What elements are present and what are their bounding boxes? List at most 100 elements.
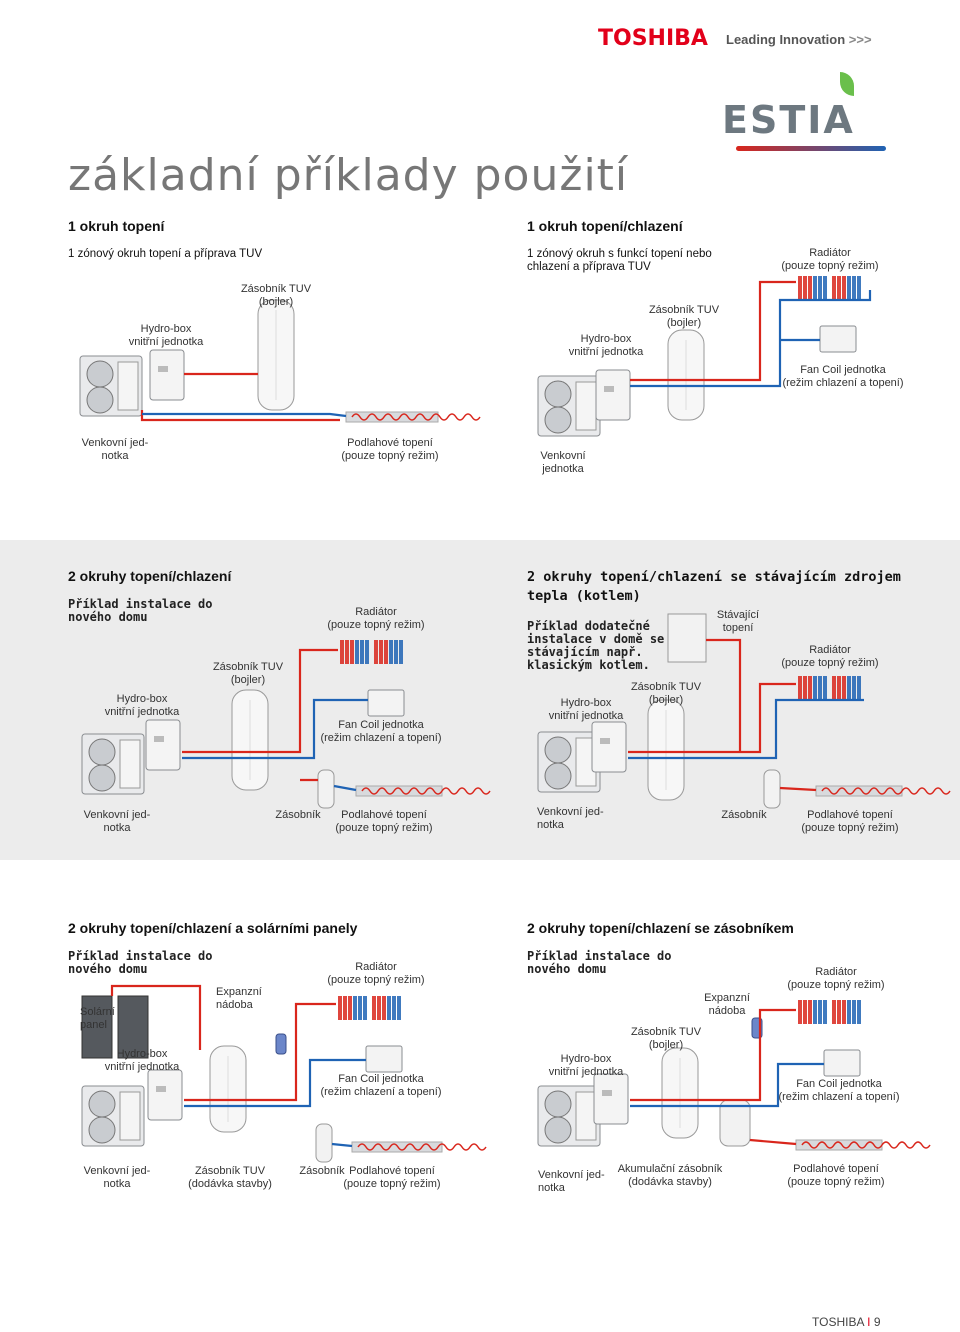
hydrobox-display xyxy=(602,1090,612,1096)
s6-expansion-label: Expanzní nádoba xyxy=(704,992,750,1017)
supply-pipe xyxy=(779,786,817,792)
s5-outdoor-label: Venkovní jed- notka xyxy=(83,1165,151,1190)
radiator-icon xyxy=(372,996,401,1020)
floor-heating-loop xyxy=(361,787,491,795)
radiator-fin xyxy=(852,276,856,300)
supply-pipe xyxy=(630,1008,796,1102)
radiator-icon xyxy=(374,640,403,664)
section4-title: 2 okruhy topení/chlazení se stávajícím z… xyxy=(527,569,901,604)
fan-icon xyxy=(544,736,572,764)
solar-panel-icon xyxy=(117,995,149,1059)
hydrobox-icon xyxy=(147,1069,183,1121)
section3-subtitle: Příklad instalace do nového domu xyxy=(68,597,213,624)
fan-icon xyxy=(544,406,572,434)
radiator-fin xyxy=(837,276,841,300)
s4-hydrobox-label: Hydro-box vnitřní jednotka xyxy=(548,697,624,722)
section5-subtitle: Příklad instalace do nového domu xyxy=(68,949,213,976)
s3-tank-label: Zásobník TUV (bojler) xyxy=(212,661,284,686)
radiator-fin xyxy=(803,676,807,700)
radiator-fin xyxy=(842,676,846,700)
s3-floor-label: Podlahové topení (pouze topný režim) xyxy=(335,809,433,834)
s3-radiator-label: Radiátor (pouze topný režim) xyxy=(327,606,425,631)
radiator-icon xyxy=(798,276,827,300)
fan-coil-icon xyxy=(823,1049,861,1077)
s5-buffer-label: Zásobník xyxy=(299,1165,345,1177)
return-pipe xyxy=(182,698,368,760)
fan-coil-icon xyxy=(819,325,857,353)
s4-outdoor-label: Venkovní jed- notka xyxy=(537,806,604,831)
hydrobox-display xyxy=(154,736,164,742)
s5-fancoil-label: Fan Coil jednotka (režim chlazení a tope… xyxy=(320,1073,442,1098)
radiator-fin xyxy=(365,640,369,664)
tagline-arrows-icon: >>> xyxy=(848,32,872,47)
hydrobox-icon xyxy=(593,1073,629,1125)
floor-heating-loop xyxy=(357,1143,487,1151)
s5-radiator-label: Radiátor (pouze topný režim) xyxy=(327,961,425,986)
radiator-fin xyxy=(348,996,352,1020)
hydrobox-icon xyxy=(149,349,185,401)
section6-subtitle: Příklad instalace do nového domu xyxy=(527,949,672,976)
section2-subtitle: 1 zónový okruh s funkcí topení nebo chla… xyxy=(527,248,712,273)
page-footer: TOSHIBA I 9 xyxy=(812,1315,881,1329)
radiator-fin xyxy=(379,640,383,664)
estia-leaf-icon xyxy=(840,72,854,96)
s6-floor-label: Podlahové topení (pouze topný režim) xyxy=(787,1163,885,1188)
radiator-fin xyxy=(394,640,398,664)
radiator-fin xyxy=(808,676,812,700)
radiator-fin xyxy=(345,640,349,664)
radiator-fin xyxy=(355,640,359,664)
radiator-fin xyxy=(358,996,362,1020)
fan-coil-icon xyxy=(365,1045,403,1073)
s1-tank-label: Zásobník TUV (bojler) xyxy=(240,283,312,308)
radiator-fin xyxy=(384,640,388,664)
tagline-text: Leading Innovation xyxy=(726,32,846,47)
s3-hydrobox-label: Hydro-box vnitřní jednotka xyxy=(104,693,180,718)
s6-radiator-label: Radiátor (pouze topný režim) xyxy=(787,966,885,991)
return-pipe xyxy=(184,1058,366,1108)
s4-boiler-label: Stávající topení xyxy=(716,609,760,634)
radiator-icon xyxy=(798,676,827,700)
return-pipe xyxy=(333,784,357,792)
section5-title: 2 okruhy topení/chlazení a solárními pan… xyxy=(68,920,358,936)
s6-accumulator-label: Akumulační zásobník (dodávka stavby) xyxy=(617,1163,723,1188)
footer-separator: I xyxy=(867,1315,871,1329)
hydrobox-icon xyxy=(591,721,627,773)
radiator-fin xyxy=(803,1000,807,1024)
return-pipe xyxy=(630,1062,824,1108)
radiator-fin xyxy=(813,1000,817,1024)
radiator-fin xyxy=(842,276,846,300)
s2-outdoor-label: Venkovní jednotka xyxy=(540,450,586,475)
radiator-fin xyxy=(360,640,364,664)
supply-pipe xyxy=(110,984,202,1050)
radiator-fin xyxy=(808,276,812,300)
hydrobox-display xyxy=(156,1086,166,1092)
s4-tank-label: Zásobník TUV (bojler) xyxy=(630,681,702,706)
radiator-fin xyxy=(823,276,827,300)
section2-title: 1 okruh topení/chlazení xyxy=(527,218,683,234)
top-area xyxy=(0,0,960,540)
brand-tagline: Leading Innovation >>> xyxy=(726,32,872,47)
estia-swoosh xyxy=(736,146,886,151)
radiator-fin xyxy=(823,1000,827,1024)
radiator-fin xyxy=(338,996,342,1020)
radiator-fin xyxy=(389,640,393,664)
radiator-fin xyxy=(847,1000,851,1024)
footer-brand: TOSHIBA xyxy=(812,1315,864,1329)
floor-heating-loop xyxy=(351,413,481,421)
radiator-icon xyxy=(798,1000,827,1024)
s2-hydrobox-label: Hydro-box vnitřní jednotka xyxy=(568,333,644,358)
radiator-fin xyxy=(823,676,827,700)
s4-radiator-label: Radiátor (pouze topný režim) xyxy=(781,644,879,669)
s4-floor-label: Podlahové topení (pouze topný režim) xyxy=(801,809,899,834)
supply-pipe xyxy=(182,648,338,754)
return-pipe xyxy=(630,290,872,388)
fan-icon xyxy=(544,1116,572,1144)
section3-title: 2 okruhy topení/chlazení xyxy=(68,568,232,584)
radiator-fin xyxy=(852,1000,856,1024)
supply-pipe xyxy=(630,280,796,382)
section1-title: 1 okruh topení xyxy=(68,218,165,234)
s6-fancoil-label: Fan Coil jednotka (režim chlazení a tope… xyxy=(778,1078,900,1103)
radiator-fin xyxy=(847,276,851,300)
radiator-fin xyxy=(857,676,861,700)
fan-icon xyxy=(544,1090,572,1118)
